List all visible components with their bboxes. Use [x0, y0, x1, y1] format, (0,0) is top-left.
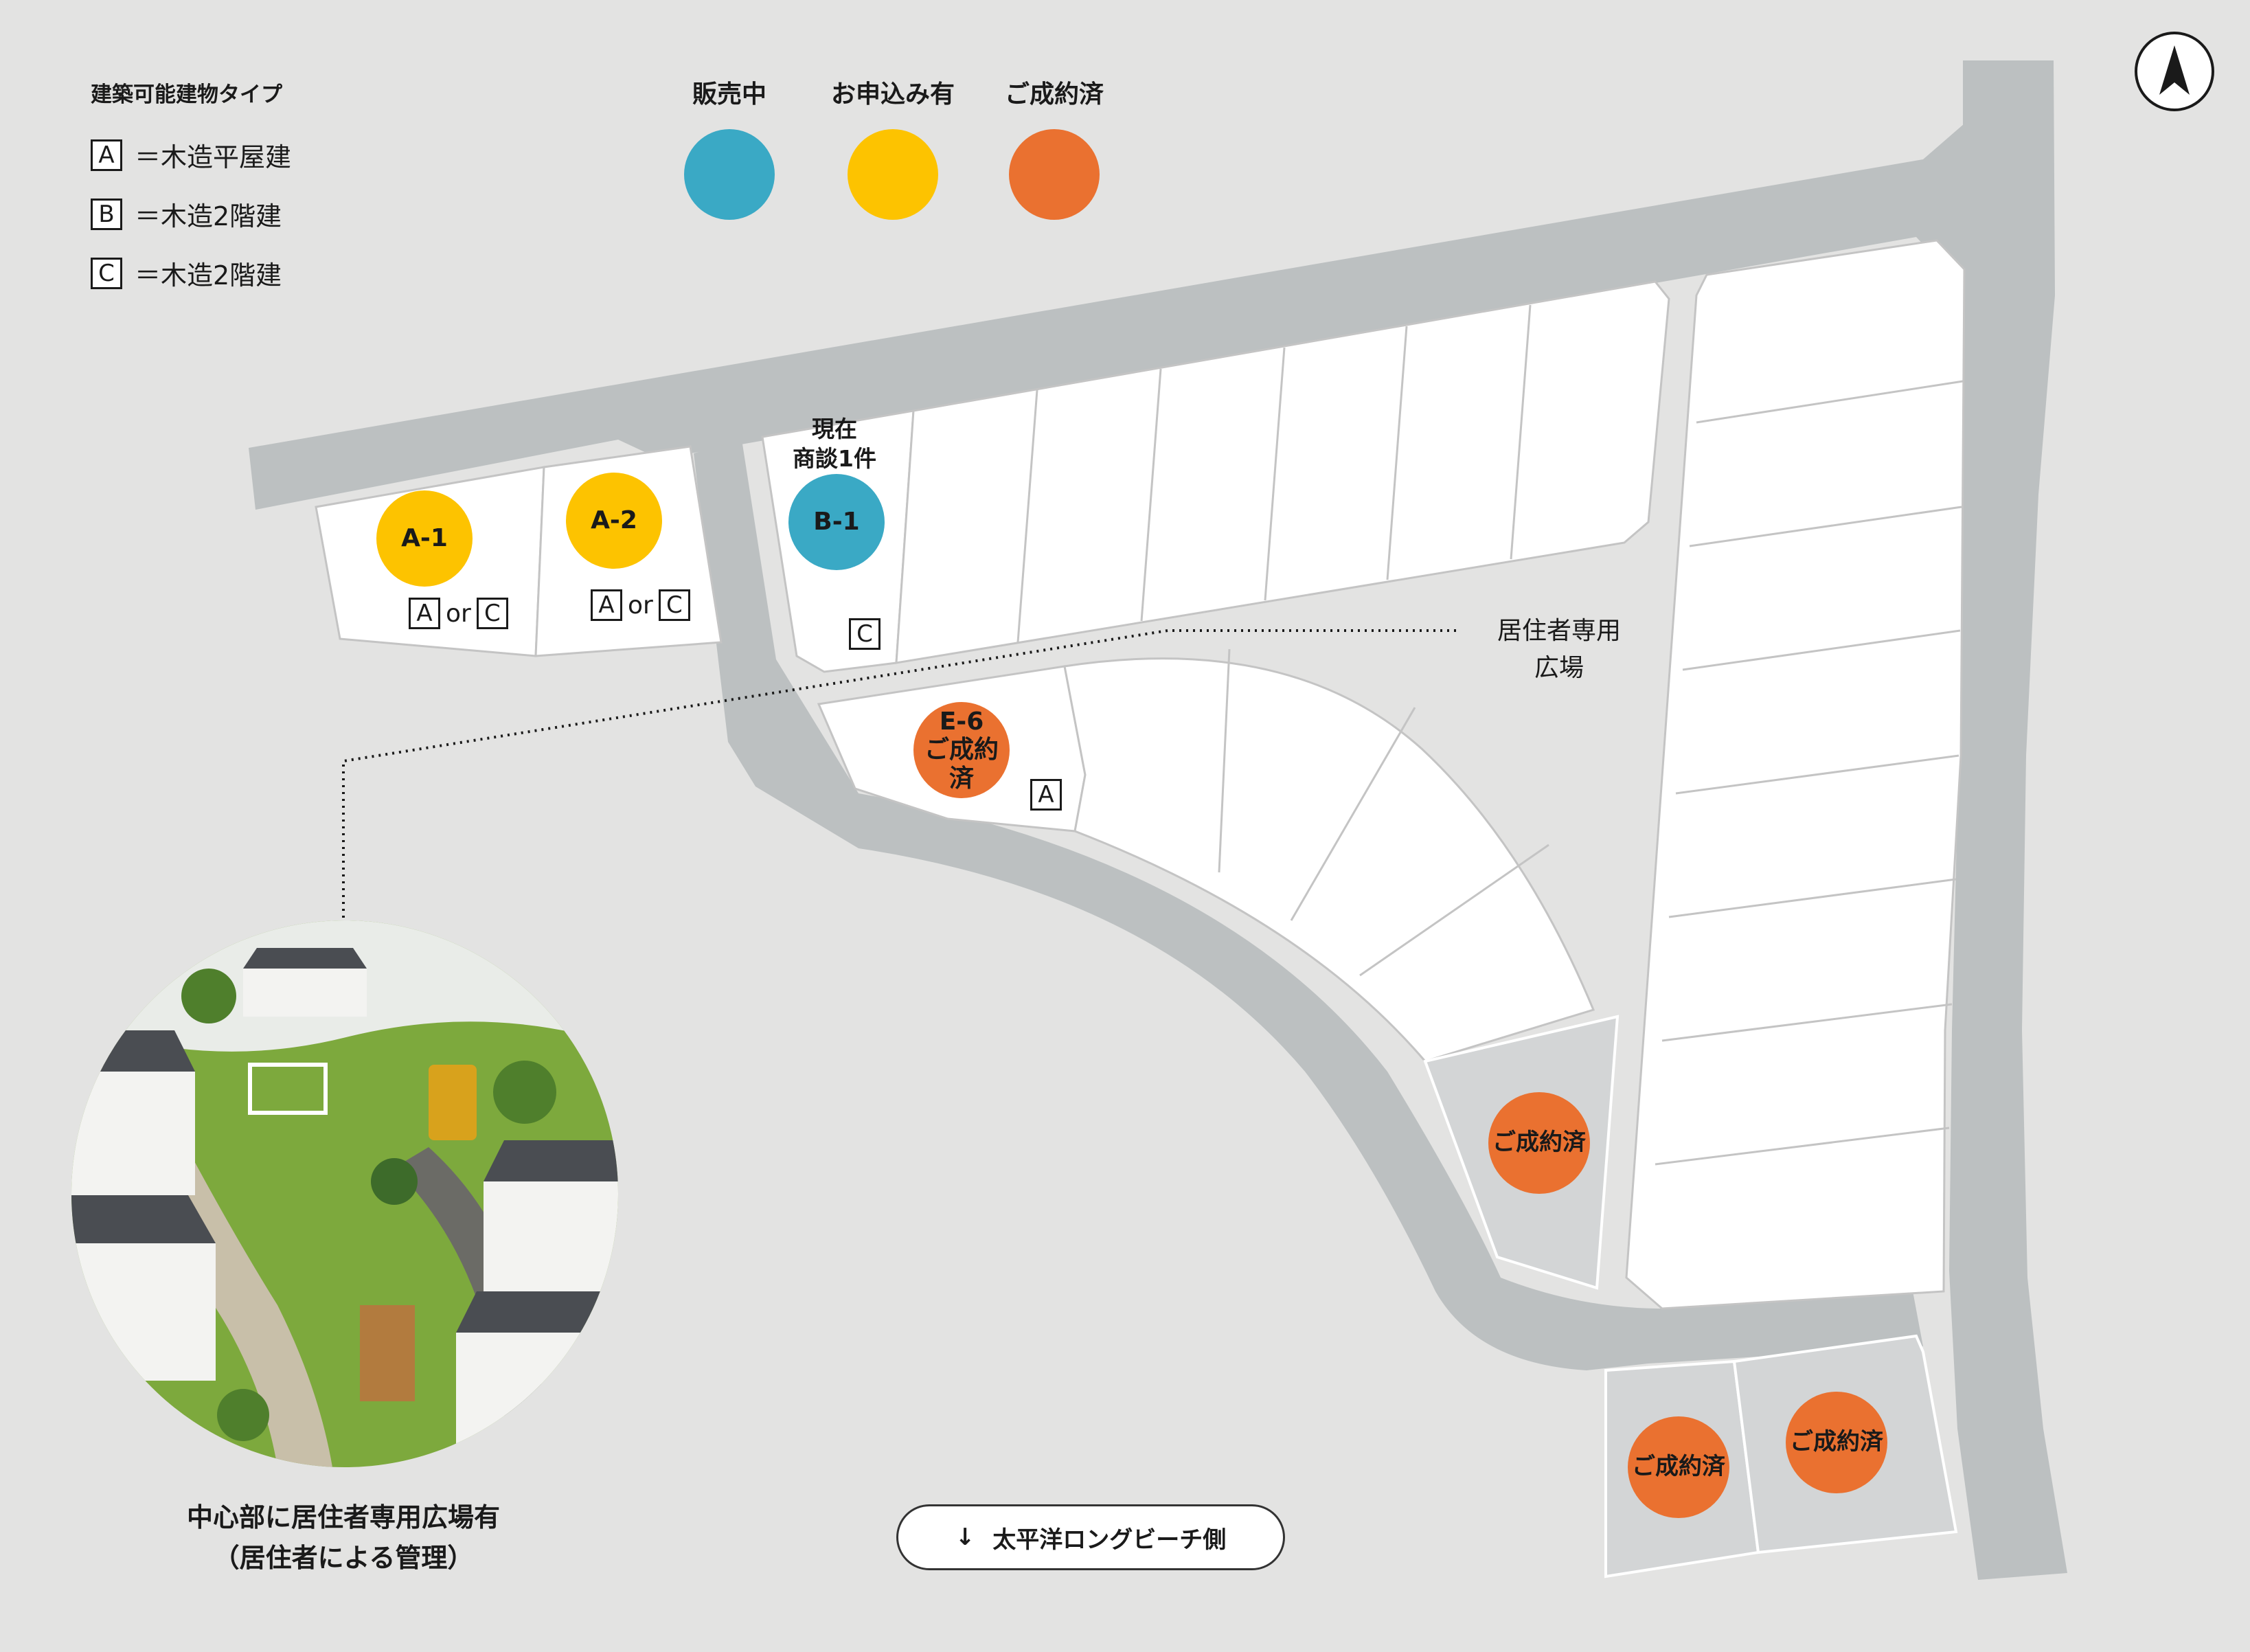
type-box: C [476, 598, 508, 629]
legend-type-b-desc: ＝木造2階建 [135, 201, 282, 231]
status-applied-label: お申込み有 [830, 80, 955, 109]
photo-caption: 中心部に居住者専用広場有 （居住者による管理） [186, 1502, 500, 1573]
lot-B-1-types: C [849, 618, 880, 650]
north-arrow-icon [2135, 32, 2214, 111]
type-box: C [658, 589, 690, 621]
status-contracted-dot [1009, 129, 1100, 220]
lot-dividers-east [1655, 380, 1964, 1166]
lot-row-north[interactable] [895, 280, 1670, 664]
north-arrow-glyph [2159, 45, 2190, 95]
type-box-a: A [91, 139, 122, 171]
status-applied-dot [848, 129, 938, 220]
lot-marker-south-sold-1[interactable]: ご成約済 [1628, 1416, 1729, 1518]
lot-B-1-note: 現在 商談1件 [793, 416, 876, 472]
lot-status-label: ご成約済 [1492, 1129, 1586, 1157]
status-applied: お申込み有 [810, 74, 975, 220]
legend-type-a-desc: ＝木造平屋建 [135, 142, 292, 172]
legend-type-a: A ＝木造平屋建 [91, 136, 291, 174]
road-north [249, 124, 1964, 510]
direction-pill: ↓ 太平洋ロングビーチ側 [896, 1504, 1285, 1570]
lot-id: B-1 [813, 508, 860, 536]
lot-E-6-types: A [1030, 779, 1062, 811]
lot-A-2-types: A or C [591, 589, 690, 621]
or-text: or [628, 591, 653, 620]
lot-id: A-2 [591, 506, 637, 535]
lot-status-label: ご成約済 [1632, 1453, 1725, 1481]
status-contracted: ご成約済 [972, 74, 1137, 220]
type-box: A [409, 598, 440, 629]
status-on-sale: 販売中 [647, 74, 812, 220]
or-text: or [446, 599, 471, 628]
legend-type-b: B ＝木造2階建 [91, 195, 282, 233]
plaza-leader-line [342, 629, 1456, 920]
road-east [1949, 60, 2067, 1580]
legend-title: 建築可能建物タイプ [91, 82, 282, 107]
type-box: C [849, 618, 880, 650]
lot-id: E-6 [939, 707, 984, 736]
lot-id: A-1 [401, 524, 448, 553]
lot-marker-A-2[interactable]: A-2 [566, 473, 662, 569]
type-box-c: C [91, 257, 122, 289]
plaza-illustration [71, 920, 618, 1467]
lot-status-label: ご成約済 [1790, 1428, 1883, 1456]
type-box: A [591, 589, 622, 621]
lot-marker-B-1[interactable]: B-1 [788, 474, 885, 570]
status-on-sale-label: 販売中 [692, 80, 766, 109]
type-box: A [1030, 779, 1062, 811]
lot-marker-E-6[interactable]: E-6 ご成約済 [913, 702, 1010, 798]
legend-type-c: C ＝木造2階建 [91, 254, 282, 292]
status-on-sale-dot [684, 129, 775, 220]
lot-dividers-arc [1218, 648, 1549, 977]
lot-A-1-types: A or C [409, 598, 508, 629]
down-arrow-icon: ↓ [955, 1524, 975, 1551]
lot-row-arc[interactable] [1063, 657, 1595, 1063]
lot-marker-center-sold[interactable]: ご成約済 [1488, 1092, 1590, 1194]
legend-type-c-desc: ＝木造2階建 [135, 260, 282, 291]
status-contracted-label: ご成約済 [1004, 80, 1104, 109]
plaza-photo [71, 920, 618, 1467]
lot-marker-south-sold-2[interactable]: ご成約済 [1786, 1392, 1887, 1493]
lot-status-label: ご成約済 [924, 736, 999, 793]
lot-marker-A-1[interactable]: A-1 [376, 490, 473, 587]
lot-column-east[interactable] [1625, 239, 1966, 1310]
direction-text: 太平洋ロングビーチ側 [992, 1526, 1227, 1554]
plaza-label: 居住者専用 広場 [1497, 617, 1621, 682]
type-box-b: B [91, 198, 122, 230]
lot-dividers-north [1016, 304, 1532, 643]
